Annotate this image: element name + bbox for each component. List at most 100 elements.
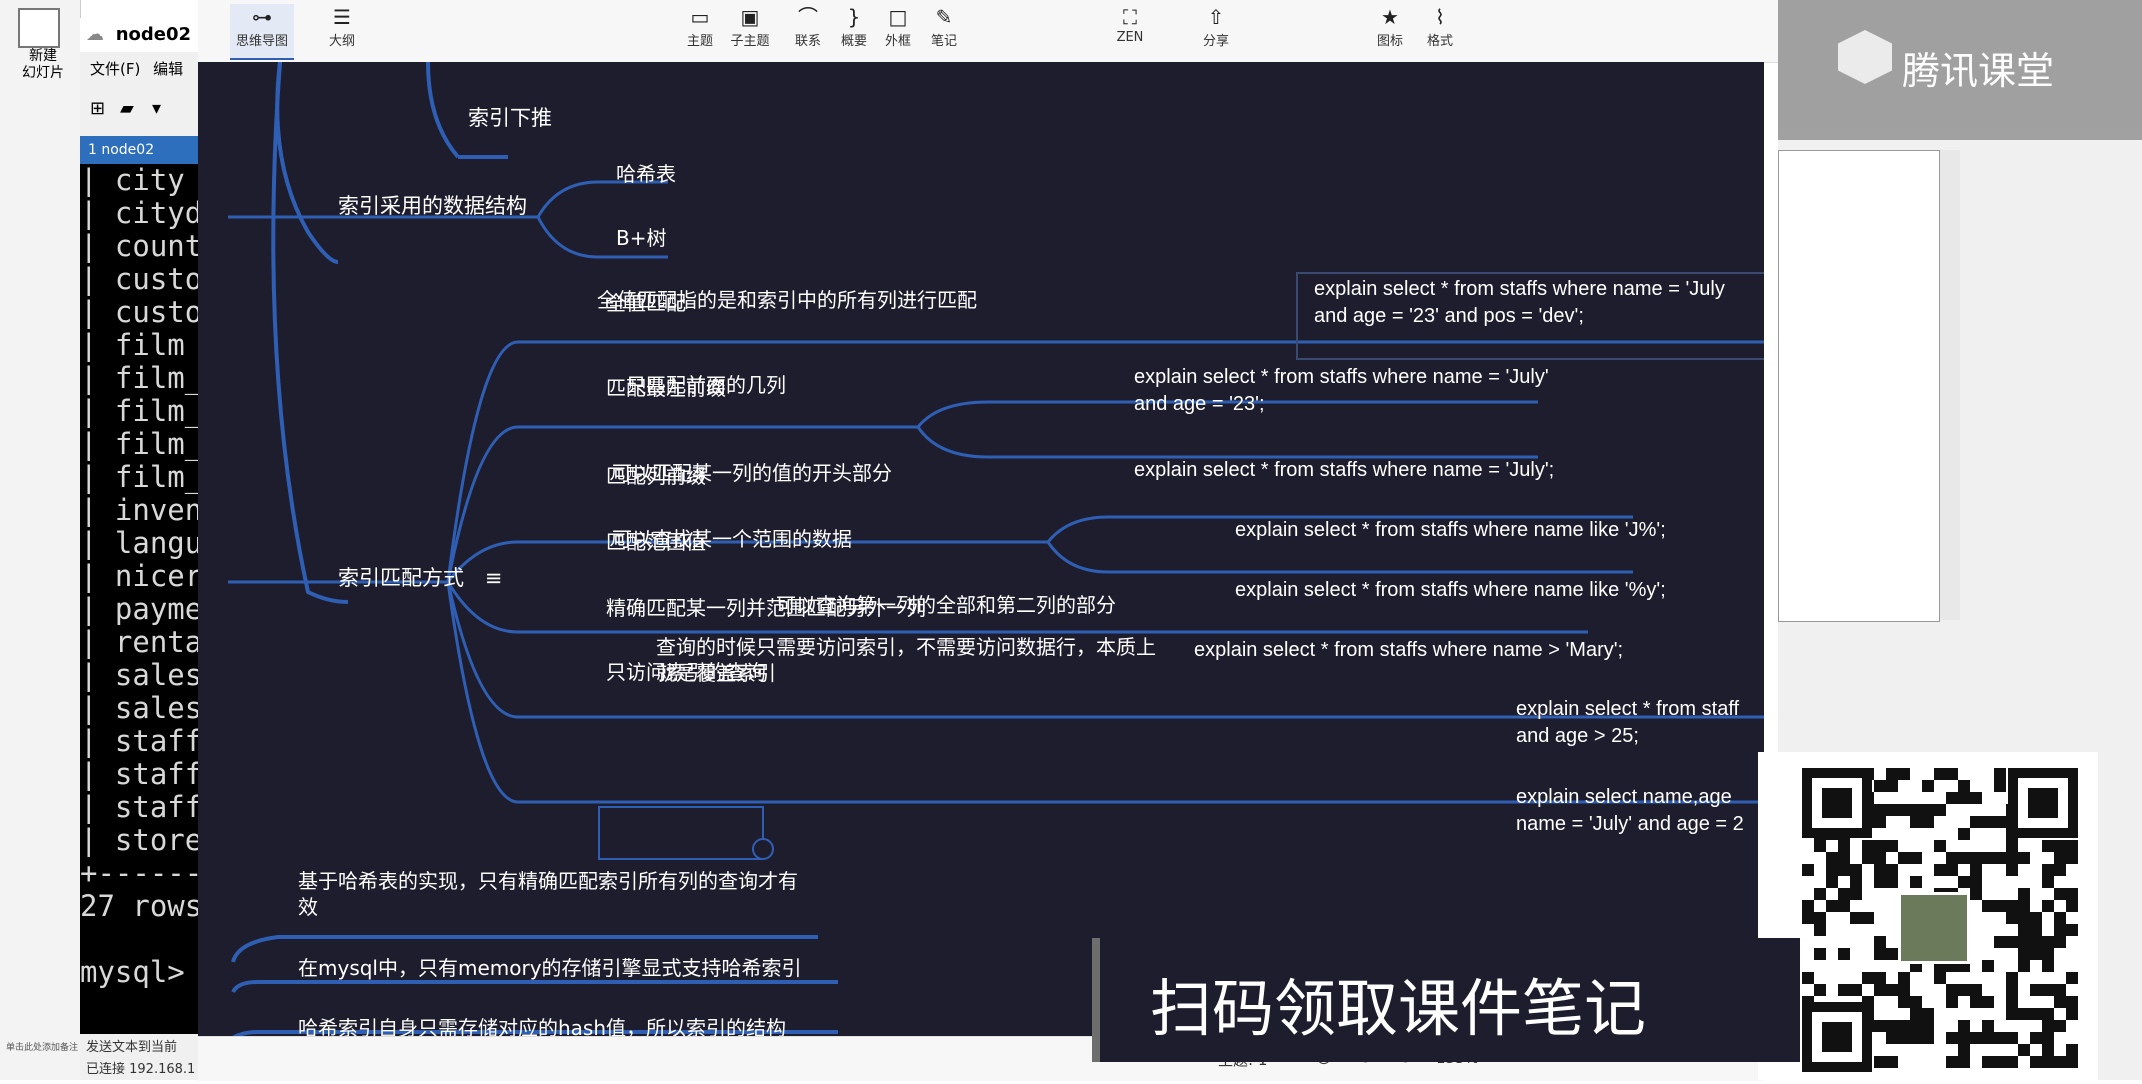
note-lines-icon[interactable]: ≡ (484, 566, 503, 590)
qr-cell (1910, 876, 1922, 888)
qr-cell (2042, 984, 2054, 996)
qr-cell (1838, 852, 1850, 864)
toolbar-note-button[interactable]: ✎笔记 (912, 4, 976, 58)
terminal-title: node02 (115, 24, 192, 45)
qr-cell (1970, 876, 1982, 888)
terminal-line: | payme (80, 592, 198, 626)
match-row-description[interactable]: 可以查找某一个范围的数据 (612, 527, 852, 551)
qr-cell (2030, 912, 2042, 924)
qr-cell (1874, 1056, 1886, 1068)
note-memory-engine[interactable]: 在mysql中，只有memory的存储引擎显式支持哈希索引 (298, 956, 802, 980)
match-row-label[interactable]: 精确匹配某一列并范围匹配另外一列 (606, 596, 926, 620)
qr-cell (1922, 804, 1934, 816)
qr-cell (2042, 1044, 2054, 1056)
qr-cell (1838, 864, 1850, 876)
right-scrollbar[interactable] (1940, 150, 1960, 620)
qr-cell (1970, 792, 1982, 804)
open-folder-icon[interactable]: ▰ (120, 98, 134, 119)
terminal-line: | city (80, 164, 185, 197)
qr-cell (1874, 852, 1886, 864)
match-row-label[interactable]: 匹配范围值 (606, 530, 706, 554)
toolbar-share-button[interactable]: ⇧分享 (1184, 4, 1248, 58)
toolbar-mindmap-button[interactable]: ⊶ 思维导图 (230, 4, 294, 60)
toolbar-topic-button[interactable]: ▭主题 (668, 4, 732, 58)
menu-file[interactable]: 文件(F) (90, 60, 141, 78)
match-row-description[interactable]: 可以匹配某一列的值的开头部分 (612, 461, 892, 485)
mindmap-icon: ⊶ (252, 5, 272, 29)
match-row-description[interactable]: 查询的时候只需要访问索引，不需要访问数据行，本质上 就是覆盖索引 (656, 635, 1156, 685)
qr-cell (1838, 888, 1850, 900)
sql-exact-range-text: explain select * from staff and age > 25… (1516, 698, 1740, 747)
connector-struct (275, 62, 339, 264)
node-bplus-tree[interactable]: B+树 (616, 226, 667, 250)
toolbar-star-button[interactable]: ★图标 (1358, 4, 1422, 58)
match-row-label[interactable]: 全值匹配 (606, 291, 686, 315)
branch-lines (228, 62, 1764, 1036)
toolbar-relation-button[interactable]: ⌒联系 (776, 4, 840, 58)
toolbar-brush-button[interactable]: ⌇格式 (1408, 4, 1472, 58)
qr-cell (2018, 1044, 2030, 1056)
sql-prefix-2[interactable]: explain select * from staffs where name … (1235, 579, 1666, 601)
qr-cell (1934, 804, 1946, 816)
terminal-line: | staff (80, 790, 198, 824)
mindmap-canvas[interactable]: 索引下推 索引采用的数据结构 哈希表 B+树 索引匹配方式 ≡ 全值匹配全值匹配… (198, 62, 1764, 1036)
toolbar-boundary-button[interactable]: □外框 (866, 4, 930, 58)
match-row-description[interactable]: 可以查询第一列的全部和第二列的部分 (776, 593, 1116, 617)
node-index-match[interactable]: 索引匹配方式 ≡ (338, 562, 502, 592)
toolbar-label: 思维导图 (235, 34, 288, 49)
connector-row-1 (446, 340, 958, 583)
qr-cell (2018, 936, 2030, 948)
qr-cell (2054, 984, 2066, 996)
toolbar-subtopic-button[interactable]: ▣子主题 (718, 4, 782, 58)
note-hash-storage[interactable]: 哈希索引自身只需存储对应的hash值，所以索引的结构 (298, 1016, 787, 1036)
qr-cell (1874, 972, 1886, 984)
sql-range[interactable]: explain select * from staffs where name … (1194, 639, 1624, 661)
new-slide-icon[interactable] (18, 8, 60, 48)
qr-cell (2054, 840, 2066, 852)
match-row-label[interactable]: 匹配列前缀 (606, 464, 706, 488)
match-row-description[interactable]: 只匹配前面的几列 (626, 373, 786, 397)
qr-cell (2018, 912, 2030, 924)
node-index-pushdown[interactable]: 索引下推 (468, 106, 552, 130)
qr-cell (1946, 1032, 1958, 1044)
collapse-toggle-icon[interactable] (752, 838, 774, 860)
toolbar-summary-button[interactable]: }概要 (822, 4, 886, 58)
dropdown-icon[interactable]: ▾ (152, 98, 162, 119)
sql-exact-range[interactable]: explain select * from staff and age > 25… (1516, 696, 1739, 750)
node-hash-table[interactable]: 哈希表 (616, 162, 676, 186)
sql-covering[interactable]: explain select name,age name = 'July' an… (1516, 784, 1744, 838)
sql-full-match[interactable]: explain select * from staffs where name … (1314, 276, 1725, 330)
sql-leftmost-1-text: explain select * from staffs where name … (1134, 366, 1549, 415)
qr-cell (1886, 864, 1898, 876)
node-index-structure[interactable]: 索引采用的数据结构 (338, 194, 527, 218)
send-text-field[interactable]: 发送文本到当前 (86, 1040, 178, 1055)
qr-cell (1970, 1032, 1982, 1044)
qr-cell (1970, 864, 1982, 876)
new-session-icon[interactable]: ⊞ (90, 98, 106, 119)
qr-cell (1910, 1032, 1922, 1044)
qr-cell (1850, 888, 1862, 900)
terminal-line: | film_ (80, 394, 198, 428)
qr-cell (2006, 864, 2018, 876)
qr-cell (1982, 996, 1994, 1008)
sql-leftmost-1[interactable]: explain select * from staffs where name … (1134, 364, 1549, 418)
terminal-line: +------ (80, 856, 198, 890)
sql-leftmost-2[interactable]: explain select * from staffs where name … (1134, 459, 1555, 481)
match-row-label[interactable]: 只访问索引的查询 (606, 660, 766, 684)
qr-cell (2042, 936, 2054, 948)
toolbar-outline-button[interactable]: ☰大纲 (310, 4, 374, 58)
match-row-description[interactable]: 全值匹配指的是和索引中的所有列进行匹配 (597, 288, 977, 312)
qr-cell (2030, 1056, 2042, 1068)
qr-cell (1934, 768, 1946, 780)
new-slide-label[interactable]: 新建 幻灯片 (22, 48, 64, 81)
toolbar-zen-button[interactable]: ⛶ZEN (1098, 4, 1162, 58)
terminal-tab[interactable]: 1 node02 (80, 136, 198, 164)
sql-prefix-1[interactable]: explain select * from staffs where name … (1235, 519, 1666, 541)
terminal-output[interactable]: | city| cityd| count| custo| custo| film… (80, 164, 198, 1034)
terminal-menubar: 文件(F) 编辑 (80, 52, 198, 86)
note-hash-exact[interactable]: 基于哈希表的实现，只有精确匹配索引所有列的查询才有 效 (298, 868, 798, 920)
qr-cell (2066, 972, 2078, 984)
match-row-label[interactable]: 匹配最左前缀 (606, 376, 726, 400)
qr-cell (1898, 852, 1910, 864)
menu-edit[interactable]: 编辑 (153, 60, 184, 78)
